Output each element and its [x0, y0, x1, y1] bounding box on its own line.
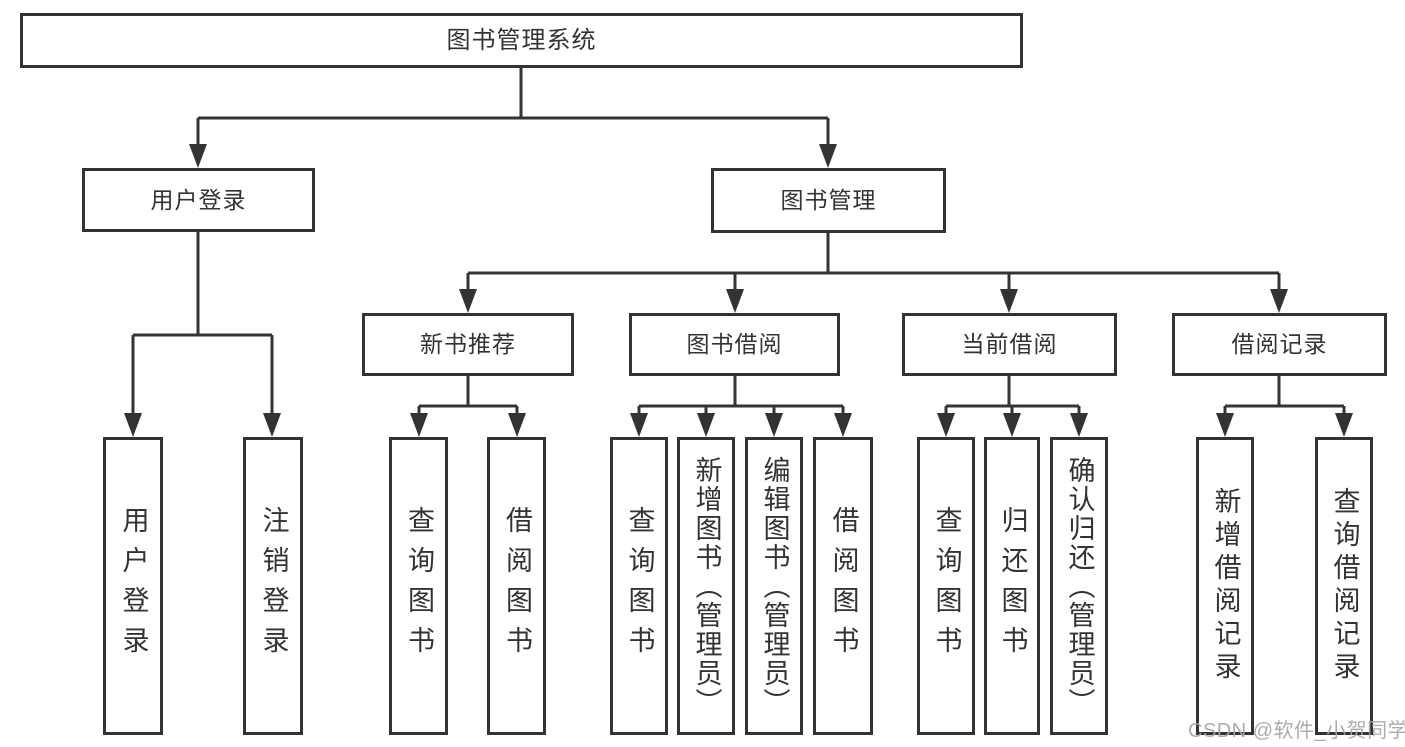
node-new-book-recommend-label: 新书推荐	[420, 331, 516, 357]
leaf-borrow-books: 借阅图书	[813, 437, 873, 735]
leaf-edit-book-admin: 编辑图书（管理员）	[745, 437, 803, 735]
node-library-system-label: 图书管理系统	[446, 26, 597, 54]
leaf-logout-label: 注销登录	[258, 506, 289, 666]
leaf-add-borrow-record: 新增借阅记录	[1196, 437, 1254, 735]
leaf-borrow-books-recommend: 借阅图书	[487, 437, 546, 735]
csdn-watermark: CSDN @软件_小贺同学	[1188, 720, 1405, 742]
leaf-edit-book-admin-label: 编辑图书（管理员）	[759, 455, 790, 717]
node-current-borrowing: 当前借阅	[902, 313, 1117, 376]
leaf-query-books-recommend-label: 查询图书	[404, 506, 434, 666]
leaf-user-login: 用户登录	[103, 437, 163, 735]
leaf-query-books-borrow-label: 查询图书	[624, 506, 655, 666]
node-book-borrowing-label: 图书借阅	[686, 331, 783, 357]
node-borrowing-records: 借阅记录	[1172, 313, 1387, 376]
leaf-return-book-label: 归还图书	[997, 506, 1028, 666]
node-borrowing-records-label: 借阅记录	[1231, 331, 1328, 357]
leaf-add-borrow-record-label: 新增借阅记录	[1210, 487, 1241, 685]
leaf-query-borrow-record-label: 查询借阅记录	[1329, 487, 1360, 685]
node-user-login-label: 用户登录	[150, 186, 247, 213]
leaf-query-books-current-label: 查询图书	[931, 506, 962, 666]
node-current-borrowing-label: 当前借阅	[961, 331, 1058, 357]
node-book-management-label: 图书管理	[780, 187, 877, 213]
leaf-add-book-admin: 新增图书（管理员）	[677, 437, 735, 735]
leaf-query-borrow-record: 查询借阅记录	[1315, 437, 1373, 735]
node-new-book-recommend: 新书推荐	[362, 313, 574, 376]
leaf-return-book: 归还图书	[984, 437, 1040, 735]
node-book-borrowing: 图书借阅	[629, 313, 840, 376]
node-book-management: 图书管理	[711, 168, 946, 233]
leaf-query-books-borrow: 查询图书	[610, 437, 668, 735]
leaf-add-book-admin-label: 新增图书（管理员）	[691, 455, 722, 717]
leaf-logout: 注销登录	[243, 437, 303, 735]
leaf-confirm-return-admin-label: 确认归还（管理员）	[1064, 455, 1095, 717]
leaf-borrow-books-recommend-label: 借阅图书	[502, 506, 532, 666]
leaf-query-books-current: 查询图书	[917, 437, 975, 735]
node-user-login: 用户登录	[82, 168, 315, 232]
leaf-confirm-return-admin: 确认归还（管理员）	[1050, 437, 1108, 735]
leaf-query-books-recommend: 查询图书	[389, 437, 448, 735]
leaf-user-login-label: 用户登录	[118, 506, 149, 666]
node-library-system: 图书管理系统	[20, 13, 1023, 68]
leaf-borrow-books-label: 借阅图书	[828, 506, 859, 666]
